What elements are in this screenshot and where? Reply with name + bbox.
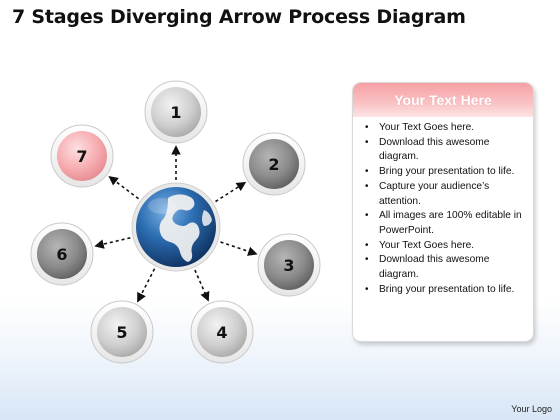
arrow-to-stage-6 [94,237,131,249]
text-card: Your Text Here • Your Text Goes here. • Do… [352,82,534,342]
bullet-list: • Your Text Goes here. • Download this awe… [353,121,533,297]
stage-label: 6 [56,245,67,264]
list-item: • Bring your presentation to life. [353,283,525,298]
arrow-to-stage-4 [194,269,210,302]
bullet-icon: • [365,254,369,266]
list-item-text: All images are 100% editable in PowerPoi… [379,210,522,236]
list-item-text: Your Text Goes here. [379,122,475,133]
list-item-text: Download this awesome diagram. [379,254,490,281]
stage-label: 5 [116,323,127,342]
stage-node-5: 5 [90,300,154,364]
stage-node-3: 3 [257,233,321,297]
list-item: • Capture your audience’s attention. [353,180,525,209]
list-item-text: Bring your presentation to life. [379,283,515,295]
arrow-to-stage-2 [215,181,247,203]
stage-label: 3 [283,256,294,275]
bullet-icon: • [365,180,369,192]
arrows-group [94,145,258,303]
list-item-text: Bring your presentation to life. [379,166,515,178]
list-item: • Download this awesome diagram. [353,253,525,282]
logo-text: Your Logo [511,404,552,414]
stage-node-1: 1 [144,80,208,144]
stage-node-4: 4 [190,300,254,364]
stage-node-2: 2 [242,132,306,196]
bullet-icon: • [365,136,369,148]
list-item: • All images are 100% editable in PowerPo… [353,209,525,238]
stage-node-7: 7 [50,124,114,188]
stage-nodes: 1 2 3 4 5 6 7 [30,80,321,364]
bullet-icon: • [365,239,369,251]
list-item: • Your Text Goes here. [353,121,525,136]
arrow-to-stage-5 [137,268,156,303]
list-item: • Your Text Goes here. [353,239,525,254]
list-item: • Bring your presentation to life. [353,165,525,180]
list-item-text: Capture your audience’s attention. [379,180,490,207]
list-item-text: Your Text Goes here. [379,239,475,251]
stage-label: 1 [170,103,181,122]
bullet-icon: • [365,210,369,222]
page-title: 7 Stages Diverging Arrow Process Diagram [12,6,466,28]
arrow-to-stage-7 [108,175,139,200]
stage-label: 4 [216,323,227,342]
bullet-icon: • [365,166,369,178]
list-item: • Download this awesome diagram. [353,136,525,165]
arrow-to-stage-3 [220,241,258,256]
list-item-text: Download this awesome diagram. [379,136,490,163]
bullet-icon: • [365,122,369,133]
bullet-icon: • [365,283,369,295]
card-header: Your Text Here [353,83,533,117]
stage-label: 2 [268,155,279,174]
globe-icon [131,182,221,272]
stage-label: 7 [76,147,87,166]
stage-node-6: 6 [30,222,94,286]
